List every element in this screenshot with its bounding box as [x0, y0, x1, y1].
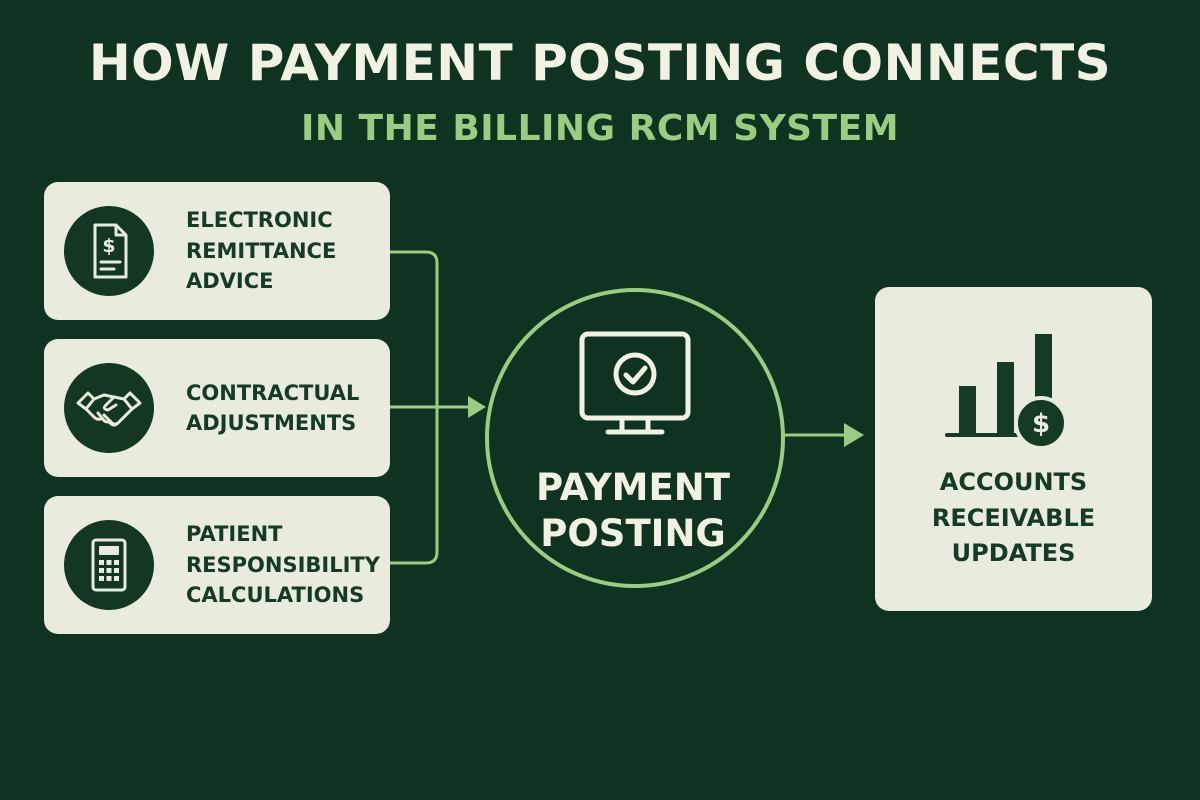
accounts-receivable-label: ACCOUNTS RECEIVABLE UPDATES [931, 468, 1096, 568]
output-card-accounts-receivable: $ ACCOUNTS RECEIVABLE UPDATES [875, 287, 1152, 611]
arrow-to-posting-icon [468, 396, 486, 418]
input-label-remittance: ELECTRONIC REMITTANCE ADVICE [186, 208, 337, 294]
input-card-adjustments: CONTRACTUAL ADJUSTMENTS [44, 339, 390, 477]
input-label-patient-responsibility: PATIENT RESPONSIBILITY CALCULATIONS [186, 522, 380, 608]
page-title: HOW PAYMENT POSTING CONNECTS [88, 34, 1112, 92]
handshake-icon [64, 363, 154, 453]
monitor-check-icon [579, 331, 691, 435]
arrow-to-output-icon [844, 423, 864, 447]
calculator-icon [64, 520, 154, 610]
input-card-patient-responsibility: PATIENT RESPONSIBILITY CALCULATIONS [44, 496, 390, 634]
input-label-adjustments: CONTRACTUAL ADJUSTMENTS [186, 380, 360, 435]
input-card-remittance: $ ELECTRONIC REMITTANCE ADVICE [44, 182, 390, 320]
remittance-document-icon: $ [64, 206, 154, 296]
payment-posting-circle [485, 288, 785, 588]
svg-text:$: $ [102, 235, 115, 257]
svg-text:$: $ [1032, 409, 1050, 439]
page-subtitle: IN THE BILLING RCM SYSTEM [300, 108, 900, 149]
payment-posting-label: PAYMENT POSTING [536, 466, 730, 556]
bar-chart-dollar-icon: $ [945, 334, 1068, 450]
